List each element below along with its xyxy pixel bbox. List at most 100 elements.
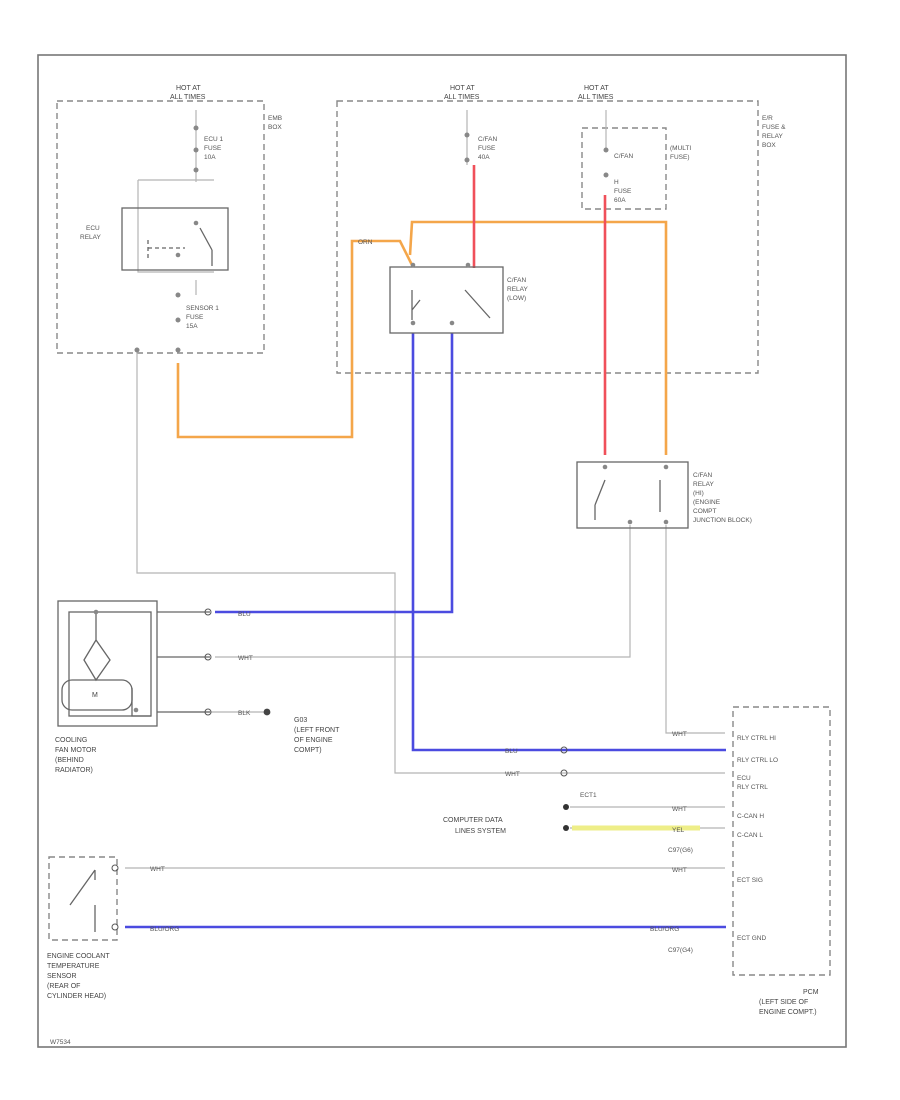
- pcm-pin-c-can-h: C-CAN H: [737, 813, 764, 820]
- cfan-fuse-label-1: C/FAN: [478, 136, 497, 143]
- ect-label-2: TEMPERATURE: [47, 963, 100, 970]
- ground-label-1: G03: [294, 717, 307, 724]
- hot-left-label-1: HOT AT: [176, 85, 201, 92]
- ecu1-fuse-label-2: FUSE: [204, 145, 222, 152]
- ect-label-4: (REAR OF: [47, 983, 80, 990]
- fan-label-3: (BEHIND: [55, 757, 84, 764]
- pcm-outline: [732, 706, 831, 976]
- hi-relay-label-4: (ENGINE: [693, 499, 721, 506]
- ecu1-fuse-label-1: ECU 1: [204, 136, 224, 143]
- ect-label-1: ENGINE COOLANT: [47, 953, 110, 960]
- ecu-relay-wire: [137, 179, 214, 273]
- orn-wire-low-relay: [176, 239, 414, 439]
- pcm-pin-c-can-l: C-CAN L: [737, 832, 763, 839]
- cfan-fuse-label-2: FUSE: [478, 145, 496, 152]
- ecu-relay-label-1: ECU: [86, 225, 100, 232]
- computer-data-label-2: LINES SYSTEM: [455, 828, 506, 835]
- wire-tag-blu-fan: BLU: [238, 611, 251, 618]
- cfan-relay-hi: [576, 461, 689, 529]
- wire-tag-bluorg-ect: BLU/ORG: [150, 926, 179, 933]
- orn-wire-hi-relay: [408, 220, 668, 455]
- cfanh-fuse-label-1: C/FAN: [614, 153, 633, 160]
- hot-right-label-2: ALL TIMES: [578, 94, 614, 101]
- pcm-label-2: (LEFT SIDE OF: [759, 999, 808, 1006]
- sensor1-fuse-label-2: FUSE: [186, 314, 204, 321]
- er-box-label-2: FUSE &: [762, 124, 786, 131]
- hi-relay-label-2: RELAY: [693, 481, 714, 488]
- wire-tag-orn: ORN: [358, 239, 373, 246]
- er-box-label-1: E/R: [762, 115, 773, 122]
- hi-relay-label-5: COMPT: [693, 508, 717, 515]
- wire-tag-blk-gnd: BLK: [238, 710, 251, 717]
- ground-label-4: COMPT): [294, 747, 322, 754]
- hot-mid-label-2: ALL TIMES: [444, 94, 480, 101]
- multi-fuse-label-2: FUSE): [670, 154, 690, 161]
- pcm-connector-2: C97(G4): [668, 947, 693, 954]
- diagram-frame: [37, 54, 847, 1048]
- emb-box-outline: [56, 100, 265, 354]
- fan-label-2: FAN MOTOR: [55, 747, 96, 754]
- hi-relay-label-3: (HI): [693, 490, 704, 497]
- blu-wire-rly-ctrl-hi: [411, 333, 726, 752]
- fan-label-4: RADIATOR): [55, 767, 93, 774]
- er-box-outline: [336, 100, 759, 374]
- ecu-relay: [121, 207, 229, 271]
- sensor1-fuse-label-1: SENSOR 1: [186, 305, 219, 312]
- cfanh-fuse-label-2: H: [614, 179, 619, 186]
- wire-tag-yel: YEL: [672, 827, 685, 834]
- low-relay-label-2: RELAY: [507, 286, 528, 293]
- wire-tag-blu-pcm: BLU: [505, 748, 518, 755]
- hi-relay-label-1: C/FAN: [693, 472, 712, 479]
- hot-left-label-2: ALL TIMES: [170, 94, 206, 101]
- wire-tag-wht-pcm: WHT: [505, 771, 520, 778]
- ground-label-3: OF ENGINE: [294, 737, 333, 744]
- wire-tag-wht-fan: WHT: [238, 655, 253, 662]
- cfan-relay-low: [389, 262, 504, 334]
- wire-tag-wht-can: WHT: [672, 806, 687, 813]
- blu-wire-fan-motor: [215, 333, 454, 614]
- pcm-pin-markers: [560, 746, 569, 831]
- multi-fuse-outline: [581, 127, 667, 210]
- sensor1-fuse-label-3: 15A: [186, 323, 198, 330]
- low-relay-label-3: (LOW): [507, 295, 526, 302]
- ect-sensor: [69, 864, 119, 932]
- ground-label-2: (LEFT FRONT: [294, 727, 340, 734]
- fan-connectors: [157, 608, 212, 716]
- cfanh-fuse-label-3: FUSE: [614, 188, 632, 195]
- wire-tag-wht-ect: WHT: [150, 866, 165, 873]
- pcm-pin-ecu: ECU: [737, 775, 751, 782]
- wht-pcm-wire: [560, 525, 725, 774]
- ecu-relay-label-2: RELAY: [80, 234, 101, 241]
- pcm-label-3: ENGINE COMPT.): [759, 1009, 817, 1016]
- pcm-pin-ect-sig: ECT SIG: [737, 877, 763, 884]
- cfanh-fuse-label-4: 60A: [614, 197, 626, 204]
- pcm-pin-rly-ctrl-lo: RLY CTRL LO: [737, 757, 778, 764]
- low-relay-label-1: C/FAN: [507, 277, 526, 284]
- fan-motor-symbol: M: [92, 692, 98, 699]
- can-wires: [570, 806, 725, 829]
- er-box-label-3: RELAY: [762, 133, 783, 140]
- fuse-markers: [134, 125, 609, 353]
- wire-tag-ect1: ECT1: [580, 792, 597, 799]
- pcm-label-1: PCM: [803, 989, 819, 996]
- hi-relay-label-6: JUNCTION BLOCK): [693, 517, 752, 524]
- er-box-label-4: BOX: [762, 142, 776, 149]
- ground-g03-symbol: [263, 708, 271, 716]
- cfan-fuse-label-3: 40A: [478, 154, 490, 161]
- diagram-id: W7534: [50, 1039, 71, 1046]
- cooling-fan-motor: [57, 600, 158, 727]
- pcm-pin-rly-ctrl-hi: RLY CTRL HI: [737, 735, 776, 742]
- ect-label-5: CYLINDER HEAD): [47, 993, 106, 1000]
- ecu1-fuse-label-3: 10A: [204, 154, 216, 161]
- hot-right-label-1: HOT AT: [584, 85, 609, 92]
- pcm-connector-1: C97(G6): [668, 847, 693, 854]
- computer-data-label-1: COMPUTER DATA: [443, 817, 503, 824]
- pcm-pin-ect-gnd: ECT GND: [737, 935, 766, 942]
- wire-tag-bluorg-pcm: BLU/ORG: [650, 926, 679, 933]
- ect-label-3: SENSOR: [47, 973, 77, 980]
- wht-fan-wire: [215, 525, 631, 658]
- wire-tag-wht-hi: WHT: [672, 731, 687, 738]
- emb-box-label-2: BOX: [268, 124, 282, 131]
- fan-label-1: COOLING: [55, 737, 87, 744]
